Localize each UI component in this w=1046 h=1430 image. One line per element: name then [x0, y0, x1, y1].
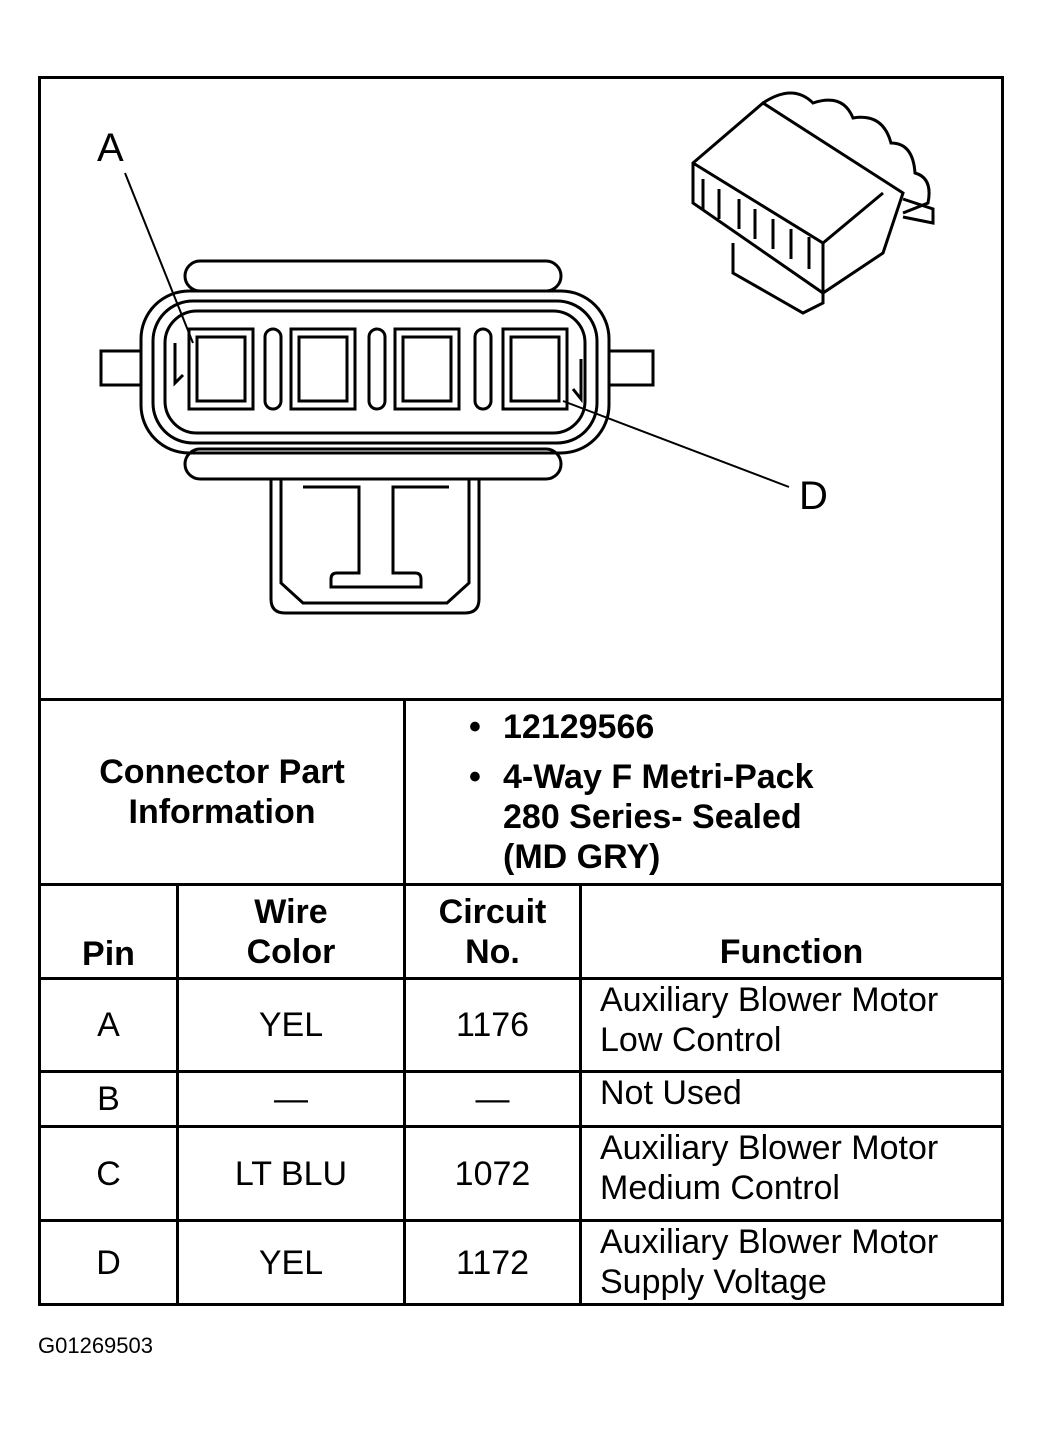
- pin-cell: C: [96, 1154, 121, 1193]
- header-line: No.: [465, 932, 520, 971]
- wire-color-cell: LT BLU: [234, 1154, 348, 1193]
- connector-info-items: • 12129566 • 4-Way F Metri-Pack 280 Seri…: [469, 707, 814, 877]
- connector-3d-view: [691, 91, 935, 315]
- figure-id: G01269503: [38, 1333, 153, 1358]
- circuit-cell: —: [475, 1080, 510, 1118]
- connector-description-line: 280 Series- Sealed: [503, 798, 802, 836]
- function-cell: Auxiliary Blower Motor Medium Control: [582, 1128, 1001, 1219]
- connector-info-label-line: Connector Part: [99, 753, 345, 791]
- divider: [176, 883, 179, 1303]
- middle-shell: [151, 299, 599, 445]
- connector-description-line: (MD GRY): [503, 838, 661, 876]
- function-line: Medium Control: [600, 1169, 840, 1207]
- cavity-d: [501, 327, 569, 411]
- header-circuit-no: Circuit No.: [406, 886, 579, 977]
- callout-label-d: D: [799, 474, 828, 518]
- inner-shell: [163, 309, 587, 435]
- divider: [41, 1070, 1001, 1073]
- pin-cell: D: [96, 1243, 121, 1282]
- divider: [41, 698, 1001, 701]
- outer-shell: [139, 289, 611, 455]
- callout-line-d: [562, 400, 790, 488]
- header-function: Function: [719, 933, 864, 971]
- divider: [579, 883, 582, 1303]
- wire-color-cell: YEL: [258, 1006, 324, 1044]
- callout-label-a: A: [97, 126, 124, 170]
- list-item: • 12129566: [469, 707, 814, 747]
- function-cell: Not Used: [582, 1073, 1001, 1125]
- divider: [41, 1219, 1001, 1222]
- right-side-tab: [607, 349, 655, 387]
- function-cell: Auxiliary Blower Motor Low Control: [582, 980, 1001, 1070]
- function-line: Low Control: [600, 1021, 782, 1059]
- pin-cell: B: [97, 1080, 120, 1118]
- function-line: Not Used: [600, 1074, 742, 1112]
- circuit-cell: 1072: [454, 1154, 531, 1193]
- pin-cell: A: [97, 1006, 120, 1044]
- left-side-tab: [99, 349, 143, 387]
- circuit-cell: 1176: [455, 1006, 530, 1044]
- header-pin: Pin: [82, 935, 135, 973]
- bullet: •: [469, 708, 481, 746]
- cavity-a: [187, 327, 255, 411]
- connector-figure: A D Connector Part Information • 1212956…: [38, 76, 1004, 1306]
- circuit-cell: 1172: [455, 1243, 530, 1282]
- divider: [41, 977, 1001, 980]
- divider: [41, 883, 1001, 886]
- divider: [403, 698, 406, 1303]
- function-line: Auxiliary Blower Motor: [600, 981, 939, 1019]
- connector-info-label-line: Information: [128, 793, 316, 831]
- wire-color-cell: YEL: [258, 1243, 324, 1282]
- connector-description-line: 4-Way F Metri-Pack: [503, 758, 814, 796]
- header-line: Color: [246, 932, 336, 971]
- function-line: Auxiliary Blower Motor: [600, 1129, 939, 1167]
- connector-info-label: Connector Part Information: [41, 701, 403, 883]
- latch: [269, 479, 481, 615]
- top-rib: [183, 259, 563, 293]
- wire-color-cell: —: [274, 1080, 308, 1118]
- cavity-c: [393, 327, 461, 411]
- list-item: • 4-Way F Metri-Pack 280 Series- Sealed …: [469, 757, 814, 877]
- header-line: Wire: [254, 892, 328, 931]
- bottom-rib: [183, 447, 563, 481]
- callout-line-a: [124, 172, 194, 344]
- function-cell: Auxiliary Blower Motor Supply Voltage: [582, 1222, 1001, 1303]
- cavity-b: [289, 327, 357, 411]
- divider: [41, 1125, 1001, 1128]
- header-line: Circuit: [438, 892, 547, 931]
- function-line: Auxiliary Blower Motor: [600, 1223, 939, 1261]
- function-line: Supply Voltage: [600, 1263, 827, 1301]
- connector-face-drawing: A D: [97, 91, 935, 615]
- bullet: •: [469, 758, 481, 796]
- part-number: 12129566: [503, 708, 655, 746]
- header-wire-color: Wire Color: [179, 886, 403, 977]
